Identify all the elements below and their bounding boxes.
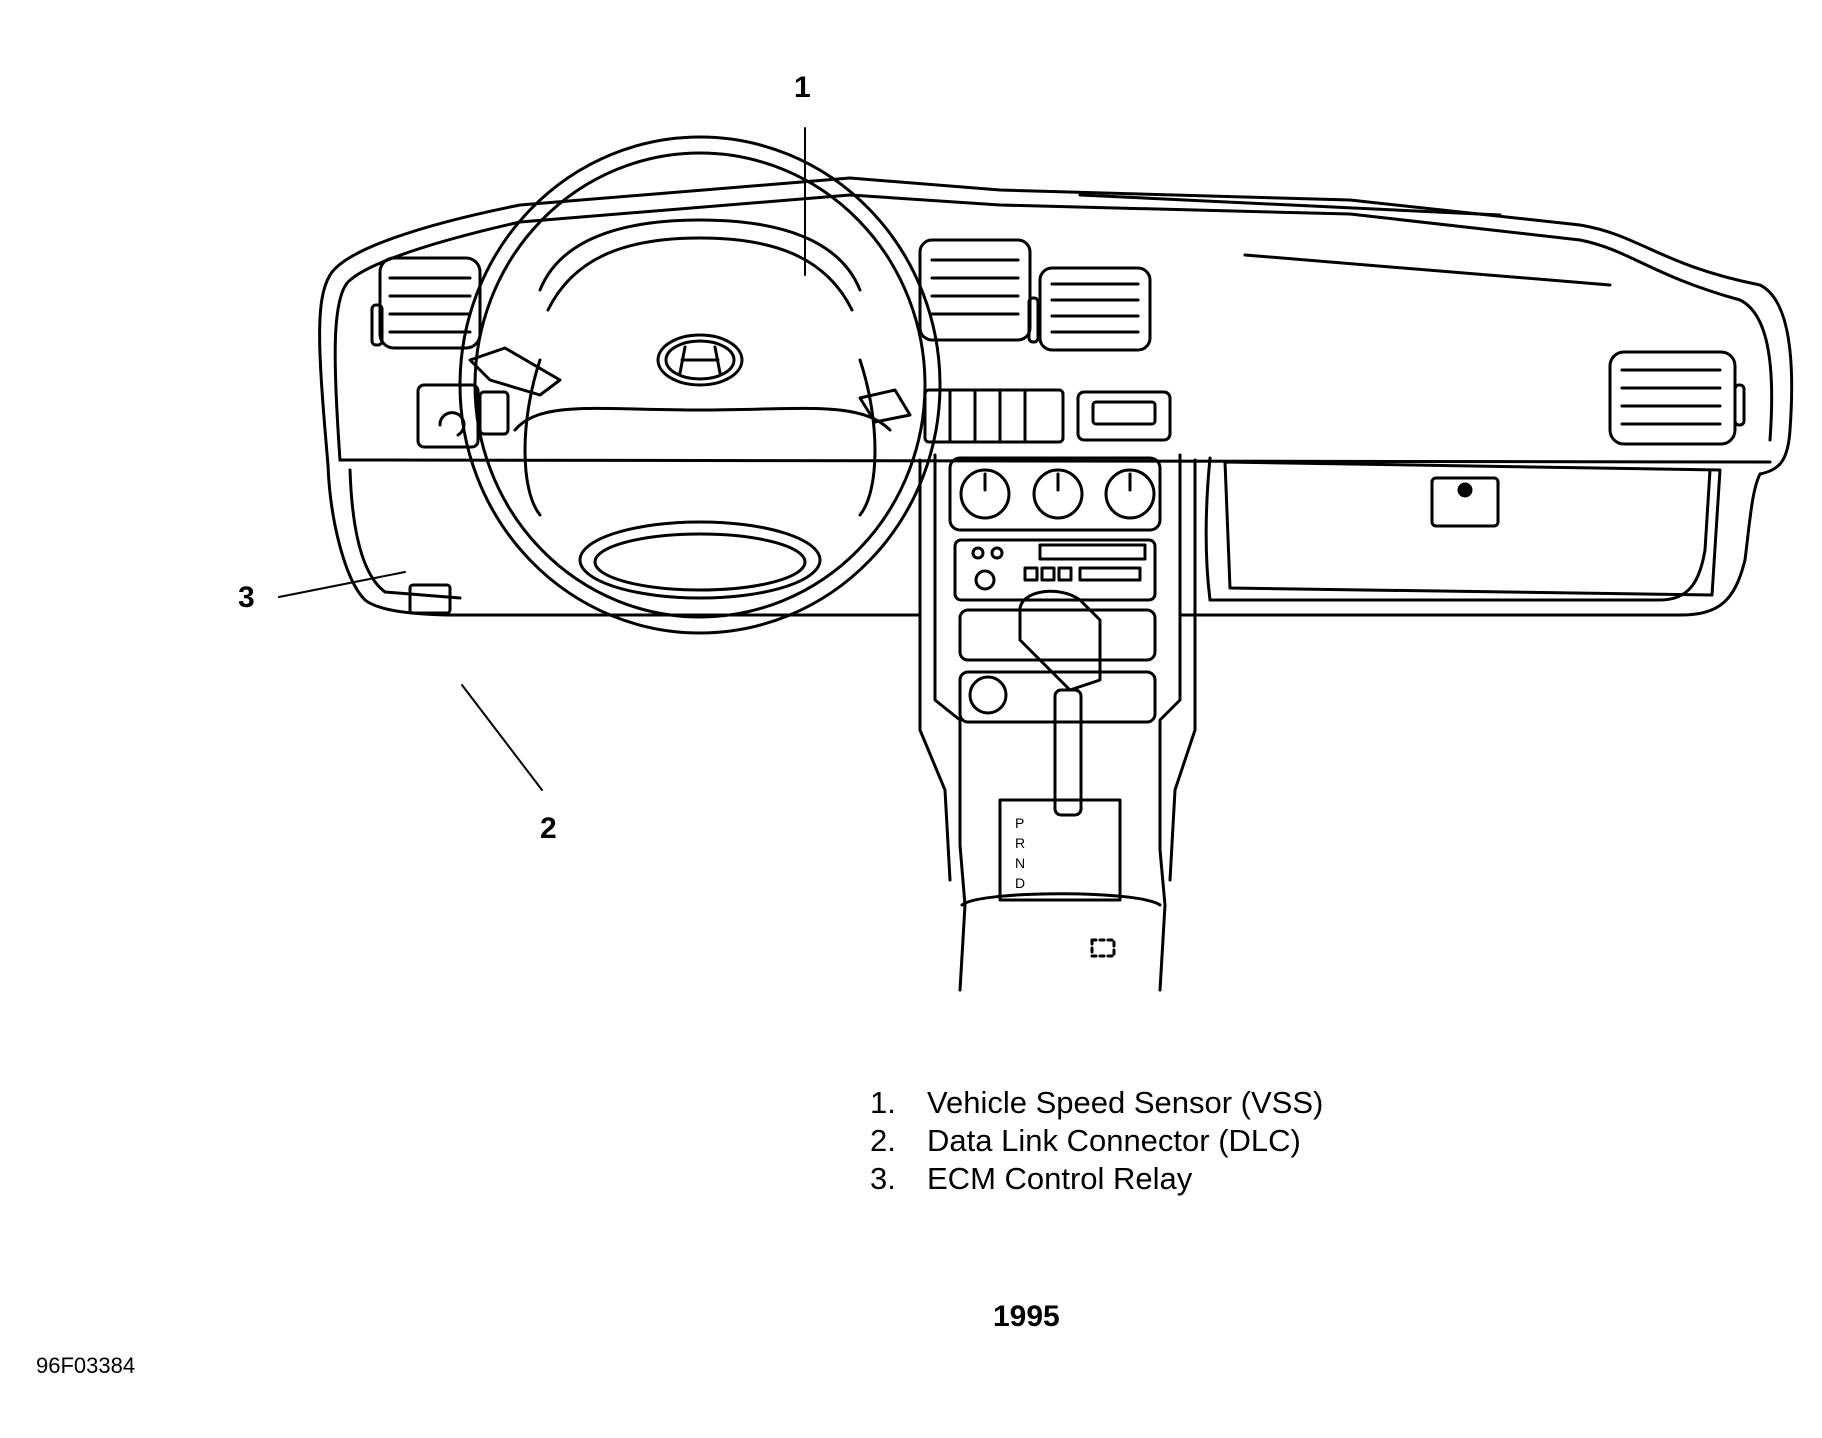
leader-line-2 [461,684,543,791]
legend-number: 3. [870,1161,896,1196]
legend-number: 1. [870,1085,896,1120]
ecm-relay-box [408,583,452,615]
legend-item: 2. Data Link Connector (DLC) [870,1122,1323,1160]
shifter-letter-d: D [1015,875,1025,891]
legend-item: 1. Vehicle Speed Sensor (VSS) [870,1084,1323,1122]
leader-lines [278,127,806,791]
figure-id: 96F03384 [36,1353,136,1378]
legend-label: Vehicle Speed Sensor (VSS) [927,1085,1324,1120]
legend-label: Data Link Connector (DLC) [927,1123,1301,1158]
radio-unit [953,538,1157,602]
shifter-letter-n: N [1015,855,1025,871]
legend: 1. Vehicle Speed Sensor (VSS) 2. Data Li… [870,1084,1323,1198]
climate-control-panel [948,456,1162,532]
legend-label: ECM Control Relay [927,1161,1193,1196]
callout-3: 3 [238,581,255,614]
leader-line-3 [278,571,406,598]
center-console [918,453,1197,992]
turn-signal-stalk [468,346,912,424]
dashboard-outline [318,176,1794,617]
left-air-vent [370,256,482,350]
center-air-vent [918,238,1152,352]
callout-1: 1 [794,71,811,104]
legend-item: 3. ECM Control Relay [870,1160,1323,1198]
shifter-letter-r: R [1015,835,1025,851]
gear-shifter [1018,589,1102,817]
steering-wheel [458,135,942,635]
hyundai-logo [656,333,744,387]
callout-2: 2 [540,812,557,845]
model-year: 1995 [993,1300,1060,1333]
glove-box [1223,460,1722,597]
legend-number: 2. [870,1123,896,1158]
shifter-gate-letters: P R N D [1015,815,1025,891]
center-switch-bank [923,388,1172,444]
shifter-letter-p: P [1015,815,1024,831]
right-air-vent [1608,350,1746,446]
